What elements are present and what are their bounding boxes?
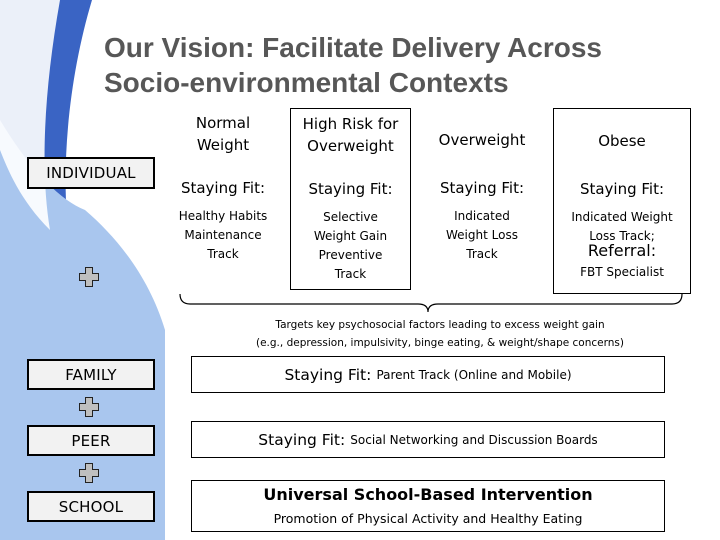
column-obese: Obese Staying Fit: Indicated Weight Loss… [553, 108, 691, 294]
targets-line-2: (e.g., depression, impulsivity, binge ea… [256, 337, 624, 349]
school-intervention-subtitle: Promotion of Physical Activity and Healt… [273, 511, 583, 526]
level-family-label: FAMILY [65, 365, 117, 384]
column-normal-weight: Normal Weight Staying Fit: Healthy Habit… [164, 108, 282, 288]
family-track-text: Parent Track (Online and Mobile) [376, 367, 572, 382]
family-track: Staying Fit: Parent Track (Online and Mo… [191, 356, 665, 393]
targets-note: Targets key psychosocial factors leading… [180, 316, 700, 352]
desc-line: Indicated [454, 209, 510, 223]
column-fit-label: Staying Fit: [308, 180, 393, 198]
desc-line: Healthy Habits [178, 209, 268, 223]
column-description: Healthy Habits Maintenance Track [166, 207, 280, 264]
column-high-risk: High Risk for Overweight Staying Fit: Se… [290, 108, 411, 290]
column-header-line-1: Overweight [438, 131, 526, 149]
column-fit-label: Staying Fit: [439, 179, 525, 197]
column-header: High Risk for Overweight [291, 109, 410, 161]
desc-line: Selective [323, 210, 378, 224]
level-individual: INDIVIDUAL [27, 157, 155, 189]
title-line-2: Socio-environmental Contexts [104, 67, 509, 98]
desc-line: Weight Gain [313, 229, 388, 243]
level-peer-label: PEER [71, 431, 111, 450]
school-intervention-title: Universal School-Based Intervention [263, 485, 593, 504]
referral-label: Referral: [587, 241, 657, 260]
desc-line: Track [207, 247, 239, 261]
peer-track-prefix: Staying Fit: [258, 430, 346, 449]
level-family: FAMILY [27, 359, 155, 390]
peer-track: Staying Fit: Social Networking and Discu… [191, 421, 665, 458]
column-header-line-1: High Risk for [302, 115, 399, 133]
column-description: Selective Weight Gain Preventive Track [293, 208, 408, 284]
level-peer: PEER [27, 425, 155, 456]
desc-line: Maintenance [184, 228, 262, 242]
plus-icon [79, 463, 99, 483]
column-overweight: Overweight Staying Fit: Indicated Weight… [421, 108, 543, 288]
peer-track-text: Social Networking and Discussion Boards [350, 432, 598, 447]
column-fit-label: Staying Fit: [180, 179, 266, 197]
title-line-1: Our Vision: Facilitate Delivery Across [104, 32, 602, 63]
page-title: Our Vision: Facilitate Delivery Across S… [104, 30, 714, 100]
column-header-line-1: Obese [598, 132, 646, 150]
column-header-line-1: Normal [195, 114, 251, 132]
plus-icon [79, 397, 99, 417]
desc-line: Weight Loss [446, 228, 518, 242]
column-header: Overweight [421, 114, 543, 166]
column-fit-label: Staying Fit: [579, 180, 665, 198]
school-intervention: Universal School-Based Intervention Prom… [191, 480, 665, 532]
desc-line: Track [466, 247, 498, 261]
desc-line: Preventive [318, 248, 383, 262]
desc-line: Track [334, 267, 367, 281]
level-individual-label: INDIVIDUAL [46, 164, 136, 182]
level-school-label: SCHOOL [58, 497, 124, 516]
column-description: Indicated Weight Loss Track [423, 207, 541, 264]
column-header: Obese [554, 115, 690, 167]
level-school: SCHOOL [27, 491, 155, 522]
family-track-prefix: Staying Fit: [284, 365, 372, 384]
column-header-line-2: Overweight [307, 137, 394, 155]
referral-specialist: FBT Specialist [580, 265, 664, 279]
desc-line: Loss Track; [589, 229, 655, 243]
column-description: Indicated Weight Loss Track; [556, 208, 688, 246]
plus-icon [79, 267, 99, 287]
column-header-line-2: Weight [196, 136, 250, 154]
column-header: Normal Weight [164, 108, 282, 160]
targets-line-1: Targets key psychosocial factors leading… [275, 319, 605, 331]
bracket-icon [179, 293, 683, 313]
desc-line: Indicated Weight [571, 210, 673, 224]
